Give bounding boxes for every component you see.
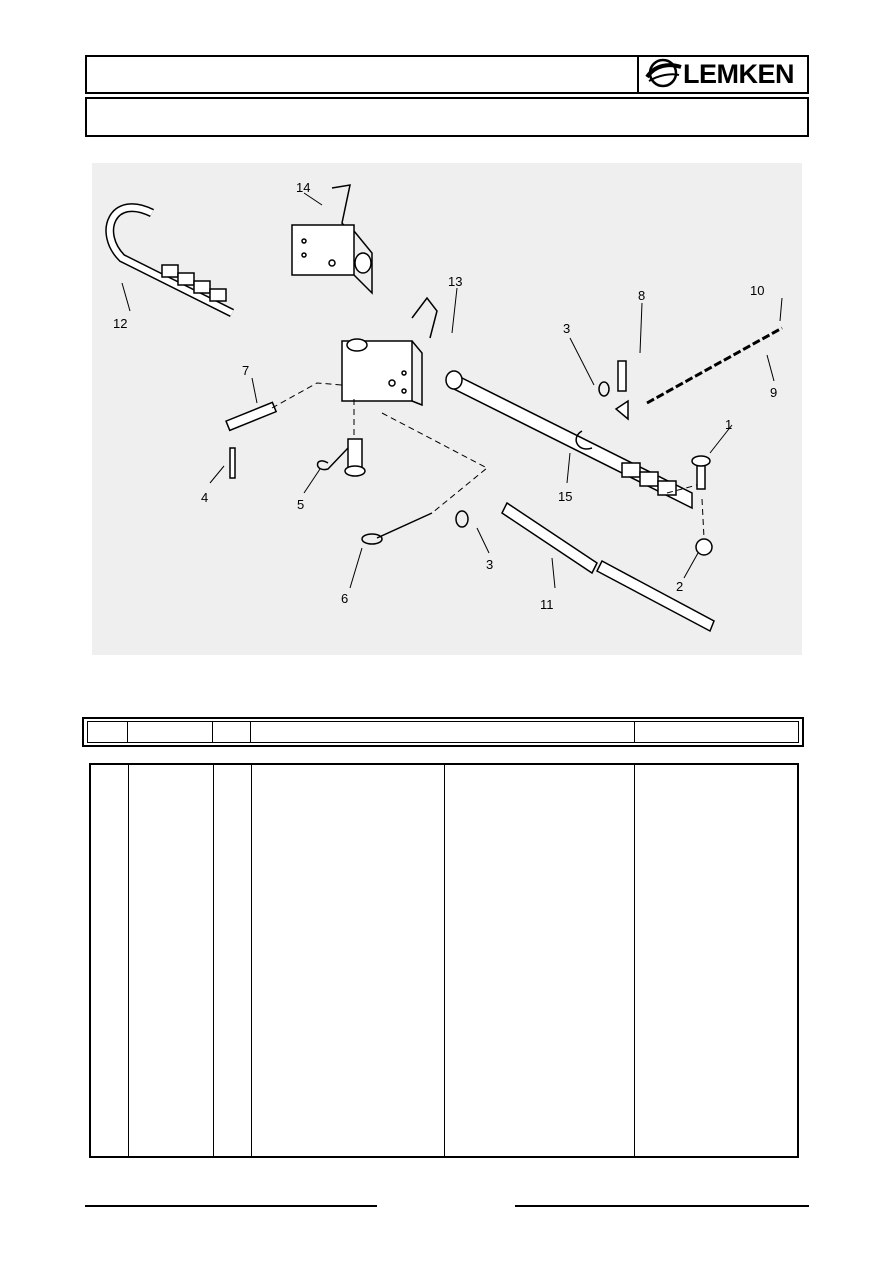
column-divider — [634, 765, 635, 1156]
callout-15: 15 — [558, 489, 572, 504]
footer-line-left — [85, 1205, 377, 1207]
callout-13: 13 — [448, 274, 462, 289]
parts-illustration: 1 2 3 3 4 5 6 7 8 9 10 11 12 13 14 15 — [105, 180, 783, 633]
footer-line-right — [515, 1205, 809, 1207]
header-divider — [634, 722, 635, 742]
parts-table-header — [87, 721, 799, 743]
hook-bar-part — [105, 203, 235, 318]
callout-12: 12 — [113, 316, 127, 331]
header-divider — [212, 722, 213, 742]
callout-11: 11 — [540, 597, 554, 612]
brand-name: LEMKEN — [683, 59, 795, 89]
column-divider — [213, 765, 214, 1156]
header-title-box — [85, 55, 809, 94]
drawbar-part — [445, 370, 693, 510]
header-divider — [127, 722, 128, 742]
upper-bracket-part — [291, 184, 373, 295]
callout-7: 7 — [242, 363, 249, 378]
callout-2: 2 — [676, 579, 683, 594]
callout-3: 3 — [486, 557, 493, 572]
brand-logo: LEMKEN — [637, 55, 809, 94]
column-divider — [128, 765, 129, 1156]
callout-14: 14 — [296, 180, 310, 195]
column-divider — [444, 765, 445, 1156]
callout-6: 6 — [341, 591, 348, 606]
callout-1: 1 — [725, 417, 732, 432]
callout-10: 10 — [750, 283, 764, 298]
callout-8: 8 — [638, 288, 645, 303]
callout-9: 9 — [770, 385, 777, 400]
callout-5: 5 — [297, 497, 304, 512]
lemken-swoosh-icon — [645, 58, 682, 88]
callout-3: 3 — [563, 321, 570, 336]
callout-4: 4 — [201, 490, 208, 505]
header-subtitle-box — [85, 97, 809, 137]
parts-table-body — [89, 763, 799, 1158]
column-divider — [251, 765, 252, 1156]
parts-table-header-frame — [82, 717, 804, 747]
header-divider — [250, 722, 251, 742]
coupling-block-part — [341, 296, 438, 407]
exploded-parts-drawing: 1 2 3 3 4 5 6 7 8 9 10 11 12 13 14 15 — [92, 163, 802, 655]
